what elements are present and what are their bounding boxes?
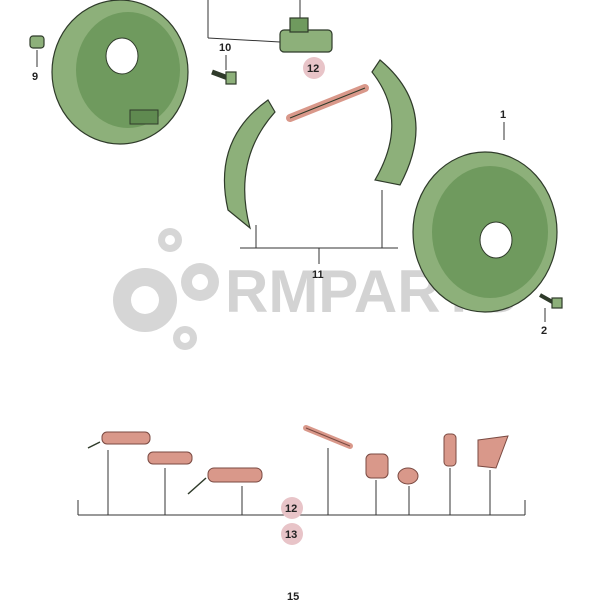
callout-13-badge: 13 (281, 523, 303, 545)
spring-2 (147, 451, 193, 465)
callout-12-kit-badge: 12 (281, 497, 303, 519)
spring-3 (187, 467, 263, 495)
callout-1: 1 (500, 109, 506, 121)
callout-15: 15 (287, 591, 299, 600)
hold-down-spring (443, 433, 457, 467)
callout-12-top-badge: 12 (303, 57, 325, 79)
brake-drum (412, 151, 558, 313)
lever-bracket (477, 435, 509, 469)
callout-10: 10 (219, 42, 231, 54)
callout-12-top: 12 (307, 63, 319, 75)
wheel-cylinder (279, 17, 333, 53)
callout-13: 13 (285, 529, 297, 541)
part-9-cap (29, 35, 45, 49)
brake-shoe-right (371, 59, 417, 186)
callout-9: 9 (32, 71, 38, 83)
watermark-gear-small-top-icon (158, 228, 182, 252)
watermark-gear-medium-icon (181, 263, 219, 301)
retaining-pin (303, 425, 353, 449)
part-10-bolt (211, 69, 237, 85)
callout-11: 11 (312, 269, 324, 281)
backing-plate (51, 0, 189, 145)
callout-2: 2 (541, 325, 547, 337)
part-2-screw (539, 293, 563, 309)
watermark-gear-large-icon (113, 268, 177, 332)
brake-shoe-left (223, 99, 276, 230)
callout-12-kit: 12 (285, 503, 297, 515)
watermark-gear-small-bottom-icon (173, 326, 197, 350)
spring-1 (87, 431, 151, 449)
retaining-cup (397, 467, 419, 485)
cup-spring (365, 453, 389, 479)
adjuster-strut (286, 84, 369, 122)
